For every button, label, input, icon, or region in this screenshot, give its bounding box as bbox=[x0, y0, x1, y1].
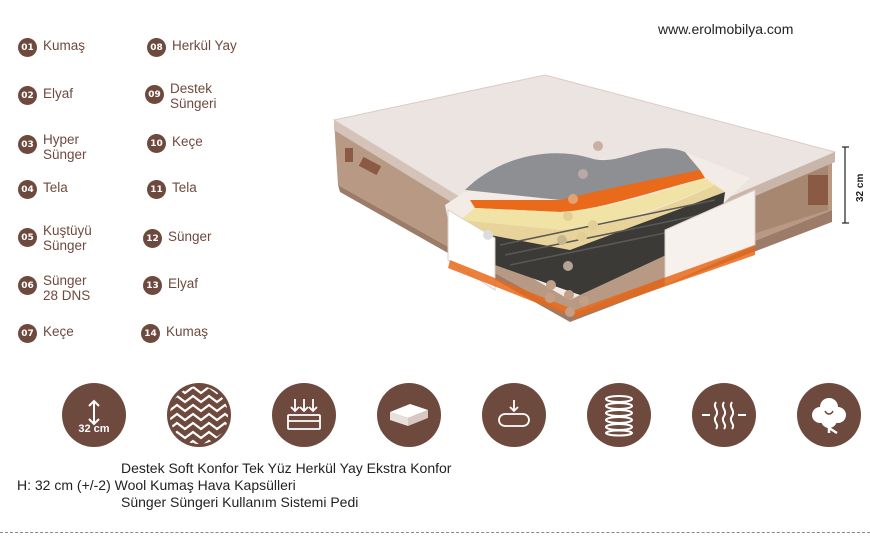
legend-label: Herkül Yay bbox=[172, 38, 237, 53]
legend-number: 12 bbox=[143, 229, 162, 248]
legend-label: Elyaf bbox=[168, 276, 199, 291]
legend-number: 13 bbox=[143, 276, 162, 295]
dashed-divider bbox=[0, 532, 870, 533]
description-line-3: Sünger Süngeri Kullanım Sistemi Pedi bbox=[121, 494, 359, 510]
legend-label: Tela bbox=[172, 180, 197, 195]
side-label bbox=[358, 156, 382, 176]
layer-sunger bbox=[455, 185, 725, 250]
features-row: 32 cm bbox=[0, 380, 870, 460]
legend-number: 04 bbox=[18, 180, 37, 199]
description-line-1: Destek Soft Konfor Tek Yüz Herkül Yay Ek… bbox=[121, 460, 452, 476]
feature-height: 32 cm bbox=[62, 383, 126, 447]
legend-item: 11 Tela bbox=[147, 180, 197, 199]
mattress-cutaway-illustration bbox=[332, 74, 837, 322]
marker-11 bbox=[564, 290, 574, 300]
legend-item: 12 Sünger bbox=[143, 229, 212, 248]
marker-12 bbox=[545, 293, 555, 303]
feature-spring bbox=[587, 383, 651, 447]
legend-item: 08 Herkül Yay bbox=[147, 38, 237, 57]
legend-label: Sünger 28 DNS bbox=[43, 273, 91, 303]
layer-legend: 01 Kumaş 02 Elyaf 03 Hyper Sünger 04 Tel… bbox=[0, 0, 300, 360]
dimension-marker bbox=[842, 146, 849, 224]
air-capsule-icon bbox=[287, 399, 321, 430]
legend-item: 03 Hyper Sünger bbox=[18, 132, 87, 162]
legend-number: 02 bbox=[18, 86, 37, 105]
support-foam-icon bbox=[498, 400, 530, 427]
legend-label: Keçe bbox=[172, 134, 203, 149]
cotton-icon bbox=[812, 398, 846, 435]
legend-item: 09 Destek Süngeri bbox=[145, 81, 217, 111]
legend-number: 09 bbox=[145, 85, 164, 104]
side-handle-left bbox=[345, 148, 353, 162]
legend-label: Keçe bbox=[43, 324, 74, 339]
height-value: 32 cm bbox=[78, 423, 110, 435]
legend-item: 10 Keçe bbox=[147, 134, 203, 153]
legend-label: Elyaf bbox=[43, 86, 74, 101]
marker-08 bbox=[563, 261, 573, 271]
legend-number: 07 bbox=[18, 324, 37, 343]
marker-14 bbox=[565, 307, 575, 317]
legend-item: 04 Tela bbox=[18, 180, 68, 199]
legend-item: 07 Keçe bbox=[18, 324, 74, 343]
foam-block-icon bbox=[390, 404, 428, 426]
side-vent bbox=[808, 175, 828, 205]
marker-02 bbox=[578, 169, 588, 179]
legend-label: Tela bbox=[43, 180, 68, 195]
support-foam-left bbox=[447, 209, 496, 291]
legend-number: 10 bbox=[147, 134, 166, 153]
legend-number: 06 bbox=[18, 276, 37, 295]
legend-label: Kumaş bbox=[43, 38, 86, 53]
website-url[interactable]: www.erolmobilya.com bbox=[658, 21, 794, 37]
legend-item: 02 Elyaf bbox=[18, 86, 73, 105]
marker-01 bbox=[593, 141, 603, 151]
legend-label: Hyper Sünger bbox=[43, 132, 87, 162]
feature-air bbox=[272, 383, 336, 447]
marker-04 bbox=[563, 211, 573, 221]
spring-block bbox=[490, 192, 725, 295]
feature-cotton bbox=[797, 383, 861, 447]
legend-item: 14 Kumaş bbox=[141, 324, 208, 343]
dimension-label: 32 cm bbox=[855, 173, 866, 202]
marker-06 bbox=[577, 232, 587, 242]
legend-label: Kumaş bbox=[166, 324, 209, 339]
legend-number: 03 bbox=[18, 135, 37, 154]
marker-13 bbox=[579, 296, 589, 306]
legend-number: 08 bbox=[147, 38, 166, 57]
breathable-icon bbox=[702, 401, 746, 430]
legend-item: 13 Elyaf bbox=[143, 276, 198, 295]
marker-03 bbox=[568, 194, 578, 204]
marker-05 bbox=[588, 220, 598, 230]
legend-number: 11 bbox=[147, 180, 166, 199]
spring-icon bbox=[605, 395, 633, 437]
legend-number: 14 bbox=[141, 324, 160, 343]
feature-support bbox=[482, 383, 546, 447]
legend-label: Kuştüyü Sünger bbox=[43, 223, 92, 253]
feature-breathable bbox=[692, 383, 756, 447]
description-line-2: H: 32 cm (+/-2) Wool Kumaş Hava Kapsülle… bbox=[17, 477, 296, 493]
marker-10 bbox=[546, 280, 556, 290]
layer-kustuyu bbox=[460, 178, 715, 230]
legend-number: 05 bbox=[18, 228, 37, 247]
feature-wool bbox=[167, 383, 231, 447]
marker-07 bbox=[557, 235, 567, 245]
legend-number: 01 bbox=[18, 38, 37, 57]
feature-foam bbox=[377, 383, 441, 447]
legend-label: Destek Süngeri bbox=[170, 81, 217, 111]
legend-label: Sünger bbox=[168, 229, 212, 244]
height-arrows-icon bbox=[88, 399, 100, 426]
legend-item: 05 Kuştüyü Sünger bbox=[18, 223, 92, 253]
wool-pattern-icon bbox=[170, 386, 228, 444]
legend-item: 06 Sünger 28 DNS bbox=[18, 273, 90, 303]
layer-hyper bbox=[470, 170, 705, 212]
marker-09 bbox=[483, 230, 493, 240]
legend-item: 01 Kumaş bbox=[18, 38, 85, 57]
bottom-layer bbox=[448, 245, 755, 318]
